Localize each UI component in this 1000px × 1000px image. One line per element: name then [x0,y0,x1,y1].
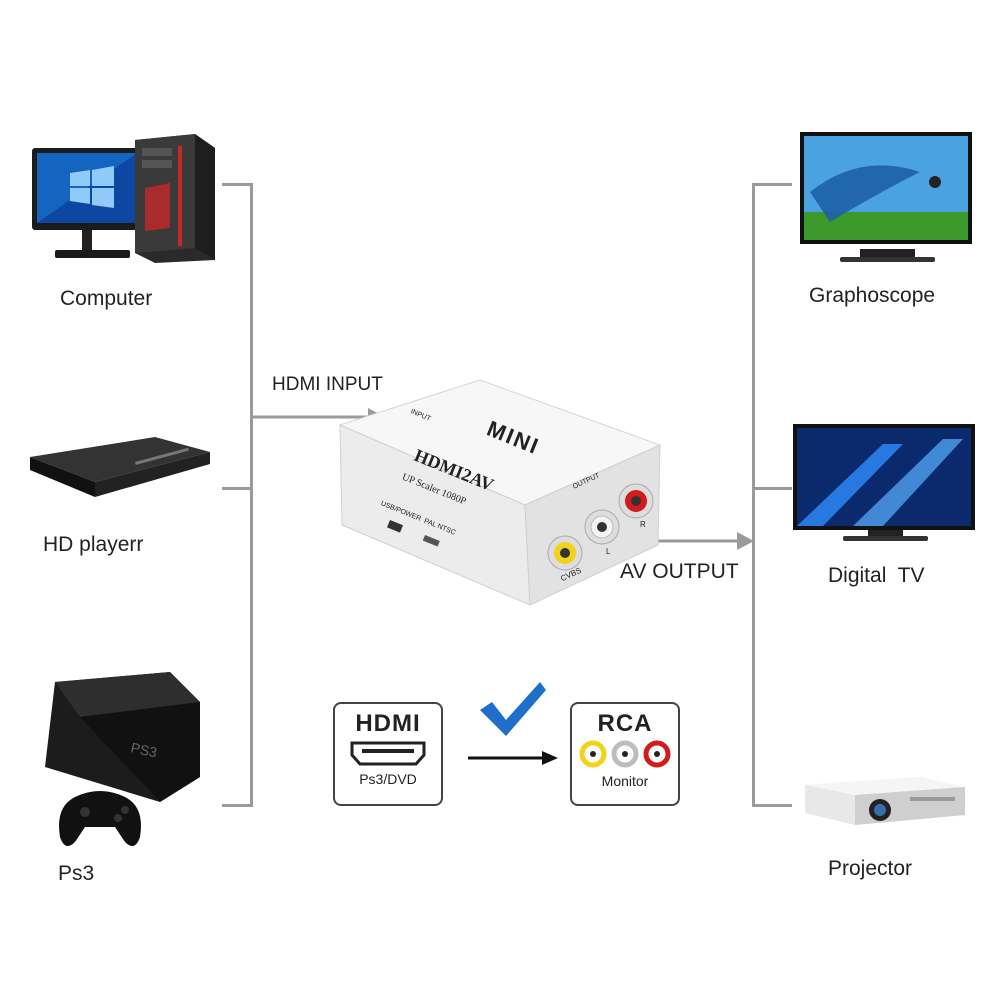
device-port-label-r: R [640,520,646,529]
rca-box-subtitle: Monitor [601,773,649,789]
digital-tv-icon [793,424,975,541]
left-connector-middle [222,487,253,490]
av-output-label: AV OUTPUT [620,560,739,583]
hdmi-box-title: HDMI [355,710,421,737]
output-label-graphoscope: Graphoscope [809,284,936,307]
svg-text:PS3: PS3 [129,739,158,760]
source-label-computer: Computer [60,287,153,310]
right-connector-middle [752,487,792,490]
hdmi-box: HDMI Ps3/DVD [333,702,443,806]
hdmi-input-label: HDMI INPUT [272,374,383,395]
hdmi-box-subtitle: Ps3/DVD [359,771,417,787]
right-connector-vertical [752,183,755,806]
output-label-projector: Projector [828,857,913,880]
graphoscope-tv-icon [800,132,972,262]
rca-plugs-icon [579,740,671,768]
left-connector-top [222,183,253,186]
ps3-console-icon: PS3 [45,672,200,846]
checkmark-icon [480,682,546,736]
device-port-label-l: L [606,547,611,556]
conversion-arrow [468,751,558,765]
hdmi2av-converter-device [338,379,662,606]
hdmi-connector-icon [350,741,426,766]
source-label-ps3: Ps3 [58,862,95,885]
left-connector-vertical [250,183,253,806]
projector-icon [805,777,965,825]
rca-box-title: RCA [597,710,653,737]
output-label-digital-tv: Digital TV [828,564,925,587]
right-connector-bottom [752,804,792,807]
rca-box: RCA Monitor [570,702,680,806]
computer-icon [32,134,215,263]
source-label-hd-player: HD playerr [43,533,144,556]
hd-player-icon [30,437,210,497]
right-connector-top [752,183,792,186]
left-connector-bottom [222,804,253,807]
